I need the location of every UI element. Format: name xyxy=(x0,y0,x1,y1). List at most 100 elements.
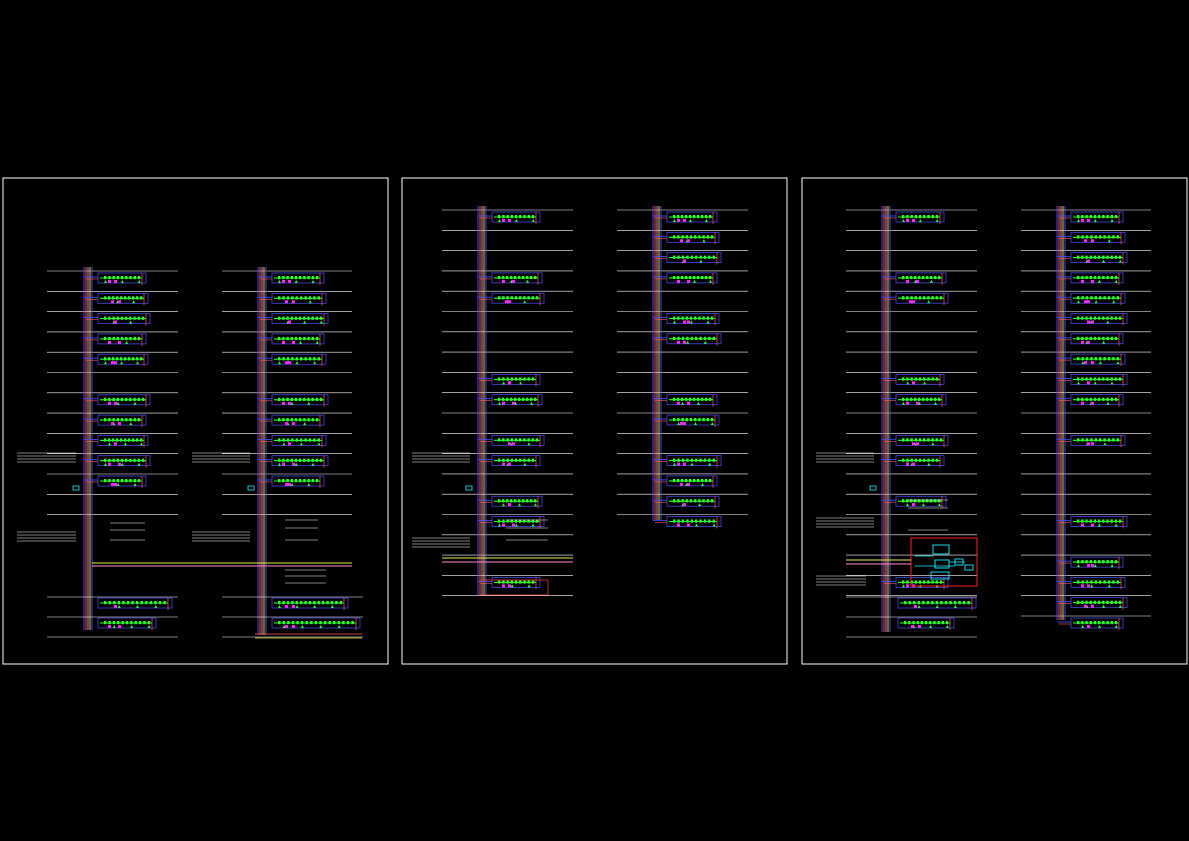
device-symbol xyxy=(304,296,307,300)
detector-symbol xyxy=(918,219,922,222)
device-symbol xyxy=(685,418,688,422)
device-symbol xyxy=(677,519,680,523)
device-symbol xyxy=(136,601,139,605)
module-outline xyxy=(1070,577,1126,588)
alarm-symbol xyxy=(502,584,505,588)
detector-symbol xyxy=(104,361,107,365)
floor-device-module xyxy=(666,414,720,427)
device-symbol xyxy=(1089,215,1092,219)
device-symbol xyxy=(498,519,501,523)
device-symbol xyxy=(922,601,925,605)
device-symbol xyxy=(914,499,917,503)
device-symbol xyxy=(1077,397,1080,401)
alarm-symbol xyxy=(683,503,686,507)
device-symbol xyxy=(1089,600,1092,604)
device-symbol xyxy=(1081,235,1084,239)
floor-device-module xyxy=(271,333,325,346)
riser-diagram xyxy=(816,206,977,632)
device-symbol xyxy=(938,499,941,503)
device-symbol xyxy=(677,235,680,239)
floor-device-module xyxy=(97,414,147,428)
device-symbol xyxy=(689,235,693,239)
device-symbol xyxy=(286,438,290,442)
device-symbol xyxy=(519,580,522,584)
floor-device-module xyxy=(1070,434,1126,448)
device-symbol xyxy=(703,519,707,523)
device-symbol xyxy=(930,499,933,503)
device-symbol xyxy=(902,499,905,503)
alarm-symbol xyxy=(508,219,511,222)
floor-device-module xyxy=(97,394,151,407)
device-symbol xyxy=(278,621,281,625)
device-symbol xyxy=(931,215,934,219)
device-symbol xyxy=(1099,235,1102,239)
detector-symbol xyxy=(315,340,319,344)
module-outline xyxy=(1070,374,1128,385)
device-symbol xyxy=(920,621,924,625)
device-symbol xyxy=(502,377,505,381)
detector-symbol xyxy=(1102,604,1106,608)
device-symbol xyxy=(527,458,530,462)
device-symbol xyxy=(949,601,952,605)
basement-loop xyxy=(479,579,549,596)
device-symbol xyxy=(902,377,905,381)
device-symbol xyxy=(690,519,693,523)
device-symbol xyxy=(140,601,143,605)
alarm-symbol xyxy=(118,300,121,304)
device-symbol xyxy=(120,296,123,300)
drawing-sheet-1[interactable] xyxy=(2,177,389,665)
device-symbol xyxy=(689,478,692,483)
device-symbol xyxy=(912,621,915,625)
detector-symbol xyxy=(313,605,317,608)
alarm-symbol xyxy=(1091,523,1094,527)
device-symbol xyxy=(681,275,684,280)
detector-symbol xyxy=(523,300,527,304)
device-symbol xyxy=(130,621,133,625)
device-symbol xyxy=(918,296,922,300)
detector-symbol xyxy=(290,483,294,486)
device-symbol xyxy=(685,478,688,483)
alarm-symbol xyxy=(1081,340,1084,344)
detector-symbol xyxy=(498,401,501,405)
device-symbol xyxy=(1085,316,1088,320)
device-symbol xyxy=(1085,255,1088,259)
device-symbol xyxy=(136,438,139,442)
detector-symbol xyxy=(330,605,334,608)
device-symbol xyxy=(303,458,306,462)
device-symbol xyxy=(706,418,709,422)
detector-symbol xyxy=(294,280,298,283)
alarm-symbol xyxy=(285,300,288,304)
alarm-symbol xyxy=(114,483,117,486)
floor-device-module xyxy=(666,495,720,509)
controller-box xyxy=(932,544,950,555)
device-symbol xyxy=(112,621,116,625)
drawing-sheet-2[interactable] xyxy=(401,177,788,665)
device-symbol xyxy=(685,499,688,503)
device-symbol xyxy=(112,479,115,483)
detector-symbol xyxy=(699,259,703,263)
device-symbol xyxy=(1089,275,1092,280)
module-outline xyxy=(1070,556,1124,568)
alarm-symbol xyxy=(677,401,680,405)
device-symbol xyxy=(125,276,128,280)
alarm-symbol xyxy=(508,503,511,507)
device-symbol xyxy=(1099,296,1102,300)
device-symbol xyxy=(502,296,505,300)
device-symbol xyxy=(527,519,530,523)
detector-symbol xyxy=(319,625,323,628)
alarm-symbol xyxy=(1091,401,1094,405)
floor-device-module xyxy=(895,394,947,407)
floor-device-module xyxy=(1070,292,1126,306)
floor-device-module xyxy=(1070,353,1126,367)
floor-device-module xyxy=(666,231,720,245)
device-symbol xyxy=(1102,316,1105,320)
drawing-sheet-3[interactable] xyxy=(801,177,1188,665)
device-symbol xyxy=(918,215,922,219)
device-symbol xyxy=(681,215,684,219)
detector-symbol xyxy=(295,361,299,365)
alarm-symbol xyxy=(292,422,295,426)
alarm-symbol xyxy=(918,625,921,628)
device-symbol xyxy=(300,357,303,361)
detector-symbol xyxy=(313,361,317,365)
device-symbol xyxy=(522,275,525,280)
